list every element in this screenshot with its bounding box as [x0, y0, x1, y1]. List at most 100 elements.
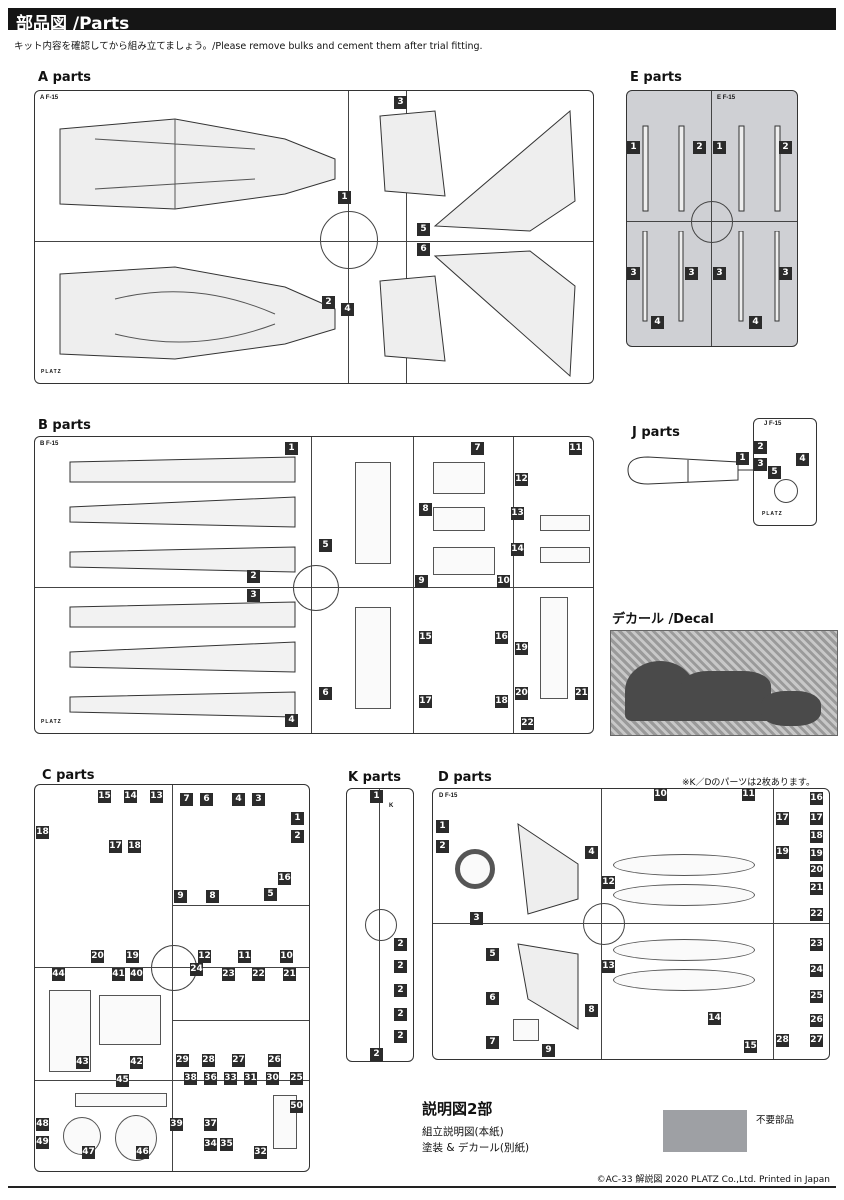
d-part-8	[517, 943, 579, 1030]
c-label-10: 10	[280, 950, 293, 963]
e-parts-title: E parts	[630, 70, 682, 85]
c-label-23: 23	[222, 968, 235, 981]
e-label-1: 1	[627, 141, 640, 154]
d-label-1: 1	[436, 820, 449, 833]
c-label-16: 16	[278, 872, 291, 885]
a-label-6: 6	[417, 243, 430, 256]
c-label-7: 7	[180, 793, 193, 806]
c-label-13: 13	[150, 790, 163, 803]
k-parts-sprue: K	[346, 788, 414, 1062]
platz-logo-j: PLATZ	[762, 511, 783, 517]
d-label-4: 4	[585, 846, 598, 859]
c-label-29: 29	[176, 1054, 189, 1067]
d-part-4	[517, 822, 579, 915]
d-label-14: 14	[708, 1012, 721, 1025]
b-label-14: 14	[511, 543, 524, 556]
sprue-count-note: ※K／Dのパーツは2枚あります。	[682, 778, 816, 788]
c-label-28: 28	[202, 1054, 215, 1067]
d-parts-title: D parts	[438, 770, 492, 785]
d-tank-b	[613, 884, 755, 906]
d-label-27: 27	[810, 1034, 823, 1047]
d-label-8: 8	[585, 1004, 598, 1017]
c-label-30: 30	[266, 1072, 279, 1085]
c-label-45: 45	[116, 1074, 129, 1087]
c-label-48: 48	[36, 1118, 49, 1131]
a-wing-upper	[433, 109, 576, 232]
d-label-7: 7	[486, 1036, 499, 1049]
c-label-21: 21	[283, 968, 296, 981]
c-label-50: 50	[290, 1100, 303, 1113]
d-label-25: 25	[810, 990, 823, 1003]
a-label-2: 2	[322, 296, 335, 309]
k-label-2e: 2	[394, 1030, 407, 1043]
d-label-2: 2	[436, 840, 449, 853]
e-label-3c: 3	[713, 267, 726, 280]
c-parts-title: C parts	[42, 768, 95, 783]
b-label-9: 9	[415, 575, 428, 588]
e-label-3b: 3	[685, 267, 698, 280]
c-label-32: 32	[254, 1146, 267, 1159]
d-wheel	[455, 849, 495, 889]
d-label-28: 28	[776, 1034, 789, 1047]
b-label-7: 7	[471, 442, 484, 455]
c-label-25: 25	[290, 1072, 303, 1085]
b-part-6	[355, 607, 391, 709]
b-label-11: 11	[569, 442, 582, 455]
a-parts-sprue: A F-15 1 2 3 4 5 6 PLATZ	[34, 90, 594, 384]
b-label-22: 22	[521, 717, 534, 730]
c-label-18b: 18	[128, 840, 141, 853]
e-label-2b: 2	[779, 141, 792, 154]
j-label-1: 1	[736, 452, 749, 465]
doc-line-2: 塗装 & デカール(別紙)	[422, 1142, 530, 1154]
c-label-38: 38	[184, 1072, 197, 1085]
b-label-1: 1	[285, 442, 298, 455]
b-label-3: 3	[247, 589, 260, 602]
decal-title: デカール /Decal	[612, 612, 714, 627]
e-missiles	[642, 125, 781, 212]
d-sprue-id: D F-15	[439, 793, 458, 799]
a-wing-lower	[433, 250, 576, 378]
d-label-20: 20	[810, 864, 823, 877]
c-label-33: 33	[224, 1072, 237, 1085]
b-label-2: 2	[247, 570, 260, 583]
k-label-2f: 2	[370, 1048, 383, 1061]
platz-logo: PLATZ	[41, 369, 62, 375]
c-label-43: 43	[76, 1056, 89, 1069]
d-label-5: 5	[486, 948, 499, 961]
b-label-20: 20	[515, 687, 528, 700]
e-label-4b: 4	[749, 316, 762, 329]
doc-line-1: 組立説明図(本紙)	[422, 1126, 504, 1138]
e-label-3a: 3	[627, 267, 640, 280]
b-part-7	[433, 462, 485, 494]
a-fin-upper	[379, 110, 446, 197]
c-label-1: 1	[291, 812, 304, 825]
c-label-20: 20	[91, 950, 104, 963]
c-label-19: 19	[126, 950, 139, 963]
c-parts-sprue	[34, 784, 310, 1172]
j-label-5: 5	[768, 466, 781, 479]
a-sprue-id: A F-15	[40, 95, 59, 101]
b-label-10: 10	[497, 575, 510, 588]
d-label-16: 16	[810, 792, 823, 805]
k-label-2d: 2	[394, 1008, 407, 1021]
c-label-2: 2	[291, 830, 304, 843]
d-parts-sprue: D F-15	[432, 788, 830, 1060]
c-label-14: 14	[124, 790, 137, 803]
d-label-22: 22	[810, 908, 823, 921]
k-label-2b: 2	[394, 960, 407, 973]
j-label-3: 3	[754, 458, 767, 471]
b-parts-sprue: B F-15 1 2 3 4 5 6 7 8 9 10 11 12 13 14 …	[34, 436, 594, 734]
e-label-4a: 4	[651, 316, 664, 329]
a-label-3: 3	[394, 96, 407, 109]
k-label-1: 1	[370, 790, 383, 803]
b-part-14	[540, 547, 590, 563]
d-label-15: 15	[744, 1040, 757, 1053]
d-label-18: 18	[810, 830, 823, 843]
c-label-41: 41	[112, 968, 125, 981]
c-label-31: 31	[244, 1072, 257, 1085]
b-label-15: 15	[419, 631, 432, 644]
k-parts-title: K parts	[348, 770, 402, 785]
d-label-11: 11	[742, 788, 755, 801]
c-label-11: 11	[238, 950, 251, 963]
d-label-23: 23	[810, 938, 823, 951]
